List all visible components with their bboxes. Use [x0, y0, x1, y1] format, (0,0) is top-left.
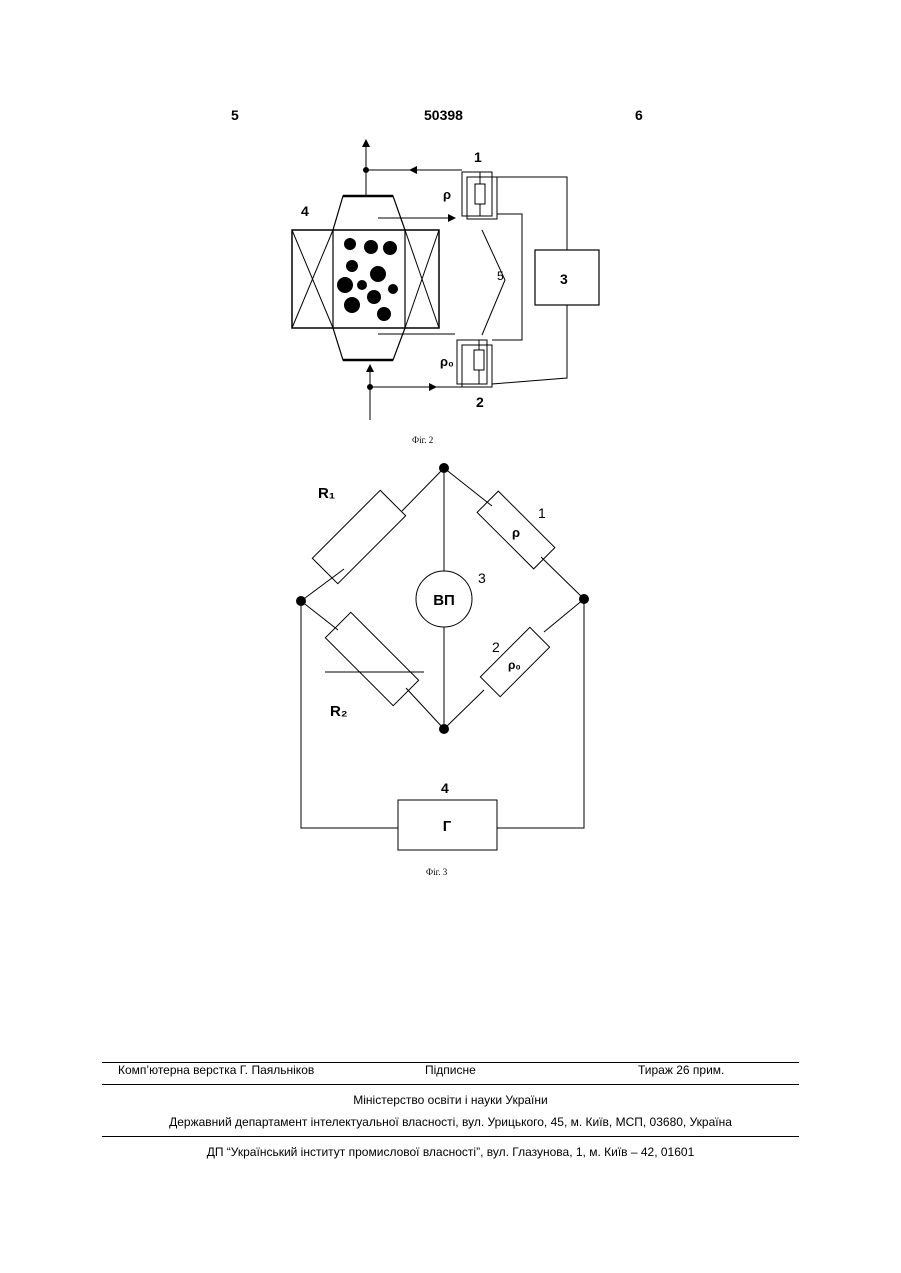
label-node-4: 4	[441, 780, 449, 796]
figure-2-caption: Фіг. 2	[412, 435, 433, 445]
wire-left	[301, 601, 398, 828]
figure-2-diagram: 1 2 3 4 5 ρ ρ₀ Фіг. 2 R₁ R₂ ρ ρ₀ 1 2 3	[0, 0, 901, 900]
label-sensor-2: 2	[476, 394, 484, 410]
footer-institute: ДП “Український інститут промислової вла…	[102, 1145, 799, 1159]
wire-bottom	[492, 305, 567, 384]
label-r2: R₂	[330, 703, 348, 720]
sensor-1-resistor	[475, 184, 485, 204]
label-node-3: 3	[478, 570, 486, 586]
footer-department: Державний департамент інтелектуальної вл…	[102, 1115, 799, 1129]
footer-layout: Комп’ютерна верстка Г. Паяльніков	[118, 1063, 314, 1077]
label-wires-5: 5	[497, 269, 504, 283]
footer-circulation: Тираж 26 прим.	[638, 1063, 724, 1077]
label-rho0-bridge: ρ₀	[508, 658, 521, 672]
node-bottom	[439, 724, 449, 734]
label-rho: ρ	[443, 187, 451, 202]
resistor-r2	[325, 612, 418, 705]
node-left	[296, 596, 306, 606]
footer-rule-bottom	[102, 1136, 799, 1137]
resistor-r1	[312, 490, 405, 583]
label-rho-bridge: ρ	[512, 525, 520, 540]
label-sensor-1: 1	[474, 149, 482, 165]
label-chamber-4: 4	[301, 203, 309, 219]
particles	[337, 238, 398, 321]
label-node-2: 2	[492, 639, 500, 655]
footer-signed: Підписне	[425, 1063, 476, 1077]
footer-rule-middle	[102, 1084, 799, 1085]
generator-label: Г	[443, 818, 452, 835]
figure-3-caption: Фіг. 3	[426, 867, 448, 877]
sensor-2-resistor	[474, 350, 484, 370]
label-rho0: ρ₀	[440, 354, 454, 369]
wire-right	[497, 599, 584, 828]
meter-label: ВП	[433, 592, 455, 609]
node-right	[579, 594, 589, 604]
footer-ministry: Міністерство освіти і науки України	[102, 1093, 799, 1107]
node-top	[439, 463, 449, 473]
label-block-3: 3	[560, 271, 568, 287]
label-r1: R₁	[318, 485, 335, 502]
label-node-1: 1	[538, 505, 546, 521]
